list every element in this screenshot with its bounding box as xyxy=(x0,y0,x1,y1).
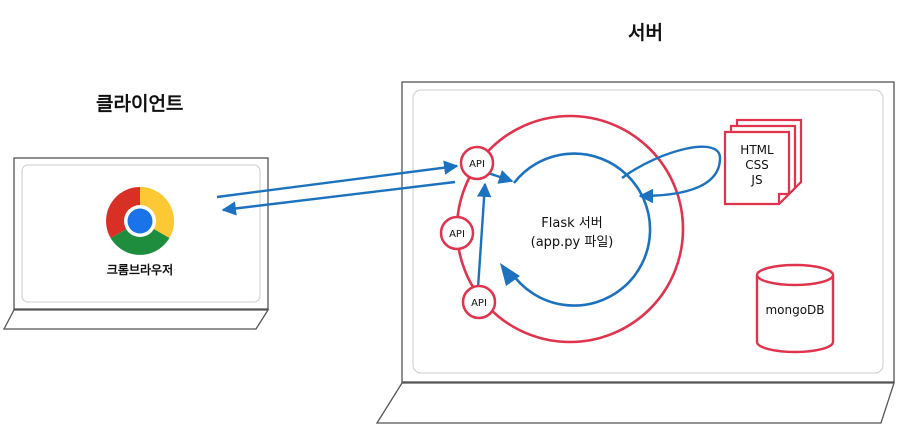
css-label: CSS xyxy=(745,158,769,172)
response-arrow xyxy=(221,180,456,216)
browser-label: 크롬브라우저 xyxy=(107,262,173,277)
inner-loop-arc xyxy=(509,152,652,307)
api-up-arrow xyxy=(476,182,492,289)
document-stack-icon xyxy=(723,118,803,206)
client-laptop-icon xyxy=(2,157,270,330)
svg-text:API: API xyxy=(449,229,465,240)
api-node: API xyxy=(461,284,497,320)
server-laptop-icon xyxy=(375,81,895,424)
svg-text:API: API xyxy=(471,298,487,309)
inner-loop-arrowhead xyxy=(500,263,520,286)
server-title: 서버 xyxy=(628,22,663,44)
database-icon xyxy=(755,263,835,354)
flask-sublabel: (app.py 파일) xyxy=(531,235,614,250)
svg-text:API: API xyxy=(469,159,485,170)
api-node: API xyxy=(459,145,495,181)
client-title: 클라이언트 xyxy=(96,93,184,115)
static-files-loop xyxy=(621,145,722,204)
js-label: JS xyxy=(750,173,762,187)
mongodb-label: mongoDB xyxy=(765,303,824,317)
api-node: API xyxy=(439,215,475,251)
request-arrow xyxy=(216,160,459,199)
html-label: HTML xyxy=(740,143,774,157)
flask-label: Flask 서버 xyxy=(541,216,602,231)
chrome-icon xyxy=(106,187,174,255)
